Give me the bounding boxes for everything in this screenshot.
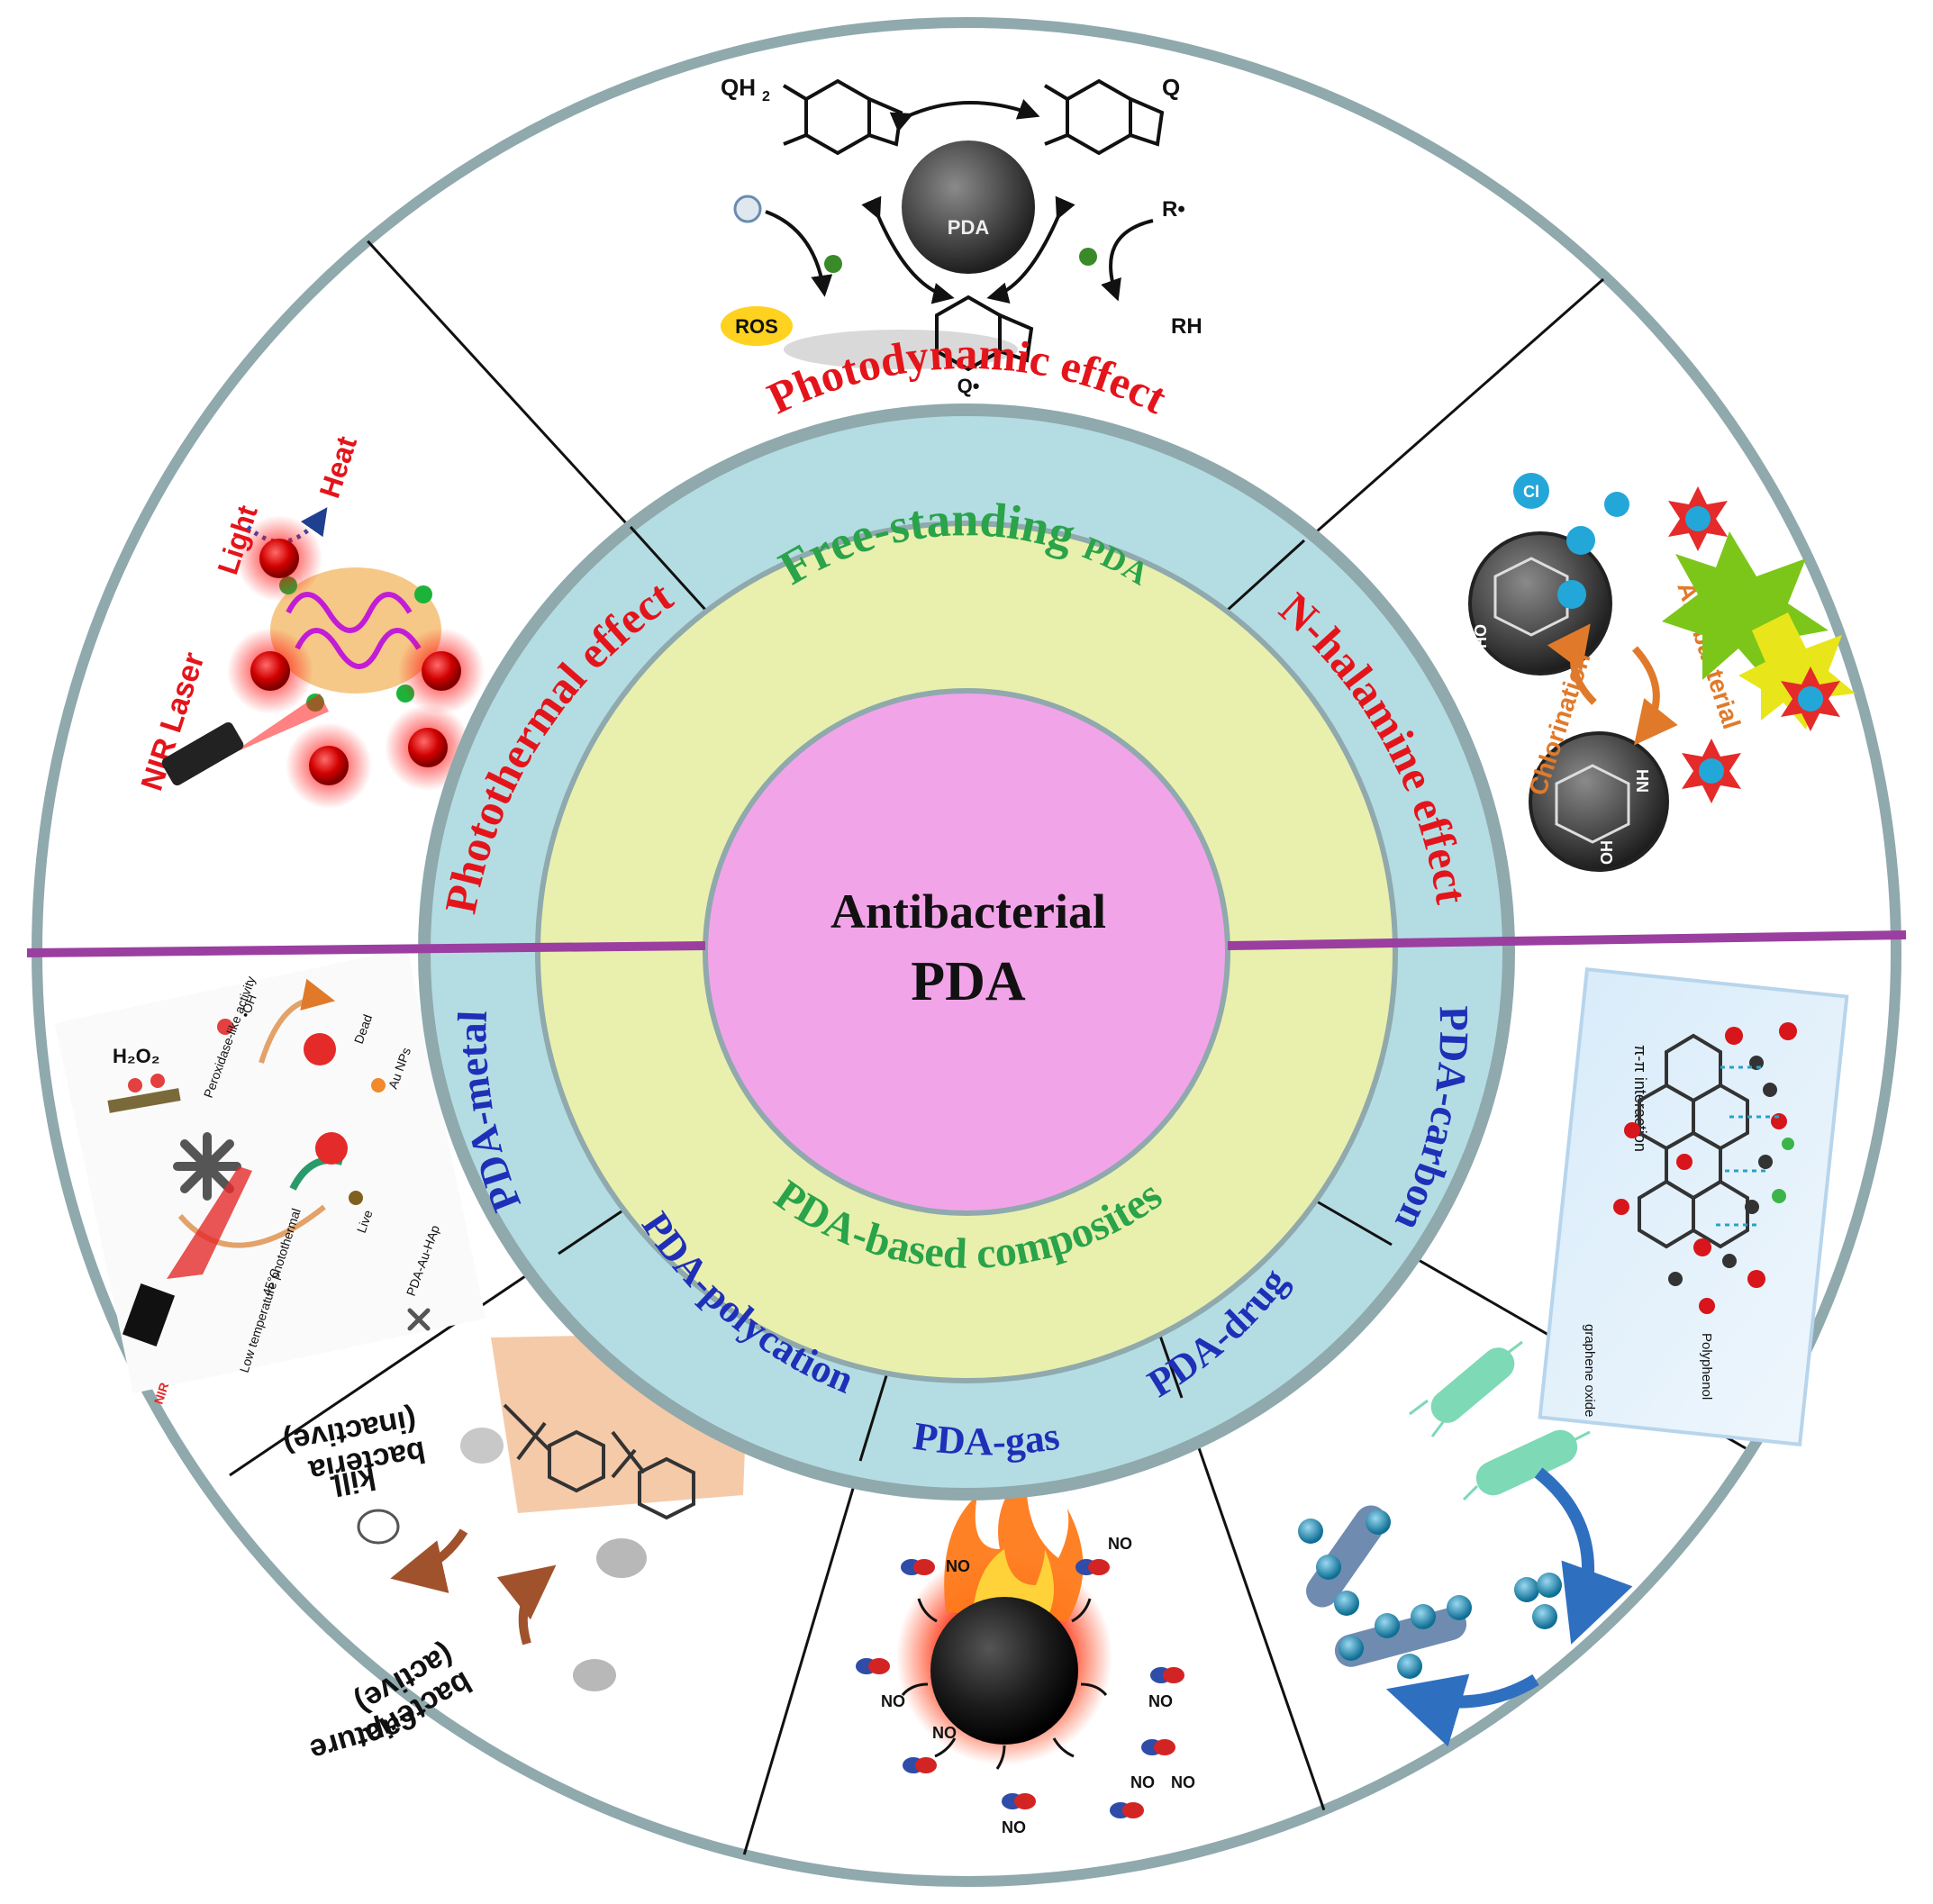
no-molecules-icon [856, 1559, 1184, 1818]
polyphenol-label: Polyphenol [1699, 1333, 1714, 1400]
no-label-7: NO [1171, 1773, 1195, 1791]
hap-plate-icon [107, 1088, 181, 1113]
ros-burst-icon [721, 306, 793, 346]
electron-icon-right [1079, 248, 1097, 266]
pda-black-sphere-icon [930, 1597, 1078, 1745]
bacteria-captured-icon [573, 1659, 616, 1691]
pda-sphere-bottom-icon [1529, 731, 1669, 872]
center-title-line1: Antibacterial [830, 884, 1106, 938]
horizontal-divider-right [1227, 930, 1907, 950]
nir-label: NIR [151, 1381, 172, 1406]
molecule-q-icon [1043, 78, 1165, 156]
horizontal-divider-left [26, 941, 706, 957]
drug-particles-icon [1298, 1510, 1562, 1679]
bacteria-green-icon-2 [1475, 1429, 1578, 1496]
panel-metal: H₂O₂ •OH Peroxidase-like activity Dead A… [54, 948, 486, 1406]
bacteria-cluster-icon [1662, 531, 1856, 730]
carbon-atoms-icon [1668, 1056, 1777, 1286]
pda-gas-label: PDA-gas [911, 1414, 1062, 1464]
au-np-legend-icon [371, 1078, 386, 1093]
oxygen-atoms-icon [1613, 1022, 1797, 1314]
h2o2-label: H₂O₂ [113, 1045, 160, 1067]
nh-label: NH [1634, 769, 1652, 793]
no-label-3: NO [881, 1692, 905, 1710]
pda-sphere [902, 141, 1035, 274]
graphene-oxide-label: graphene oxide [1582, 1324, 1597, 1417]
oh-label: OH [1598, 840, 1616, 865]
svg-text:2: 2 [762, 89, 770, 104]
no-label-8: NO [1002, 1818, 1026, 1836]
molecule-q-radical-icon [935, 295, 1034, 372]
graphene-lattice-icon [1638, 1033, 1749, 1249]
bacteria-active-icon [596, 1538, 647, 1578]
no-label-1: NO [946, 1557, 970, 1575]
bacteria-green-icon-1 [1430, 1347, 1515, 1423]
q-label: Q [1162, 74, 1180, 101]
pda-au-hap-icon [173, 1132, 241, 1201]
nir-device-icon [122, 1283, 176, 1347]
no-label-4: NO [1148, 1692, 1173, 1710]
panel-gas: NO NO NO NO NO NO NO NO [856, 1468, 1195, 1836]
r-radical-label: R• [1162, 197, 1185, 222]
panel-drug [1298, 1340, 1633, 1747]
no-label-5: NO [932, 1724, 957, 1742]
ho-label-top: HO [1472, 624, 1490, 648]
qh2-label: QH [721, 74, 756, 101]
ros-label: ROS [735, 315, 778, 338]
nir-beam-icon [167, 1166, 252, 1279]
chloride-stars-icon [1668, 486, 1840, 803]
svg-text:Cl: Cl [1523, 483, 1539, 501]
electron-icon-left [824, 255, 842, 273]
no-label-2: NO [1108, 1535, 1132, 1553]
no-label-6: NO [1130, 1773, 1155, 1791]
rh-label: RH [1171, 314, 1202, 339]
center-circle [703, 688, 1230, 1216]
pda-sphere-label: PDA [948, 216, 990, 239]
chloride-ions-icon [1513, 473, 1629, 609]
laser-device-icon [161, 721, 244, 786]
panel-photodynamic: QH 2 Q PDA R• RH ROS [721, 74, 1202, 397]
dead-bacteria-icon [304, 1033, 336, 1065]
pda-sphere-top-icon [1468, 531, 1612, 675]
q-radical-label: Q• [957, 375, 980, 397]
bacteria-dying-icon [460, 1428, 504, 1464]
panel-carbon: π-π interaction graphene oxide Polypheno… [1538, 967, 1849, 1446]
pda-au-hap-legend-icon [407, 1308, 431, 1331]
kill-label: kill [331, 1461, 378, 1502]
center-title-line2: PDA [911, 951, 1026, 1012]
laser-beam-icon [230, 694, 329, 755]
bacteria-inactive-icon [357, 1509, 400, 1545]
live-bacteria-icon [315, 1132, 348, 1165]
panel-nhalamine: HO NH OH Cl Chlorination Antibacterial [1468, 473, 1856, 872]
polycation-chains-icon [503, 1403, 695, 1520]
oxygen-icon [733, 195, 762, 223]
